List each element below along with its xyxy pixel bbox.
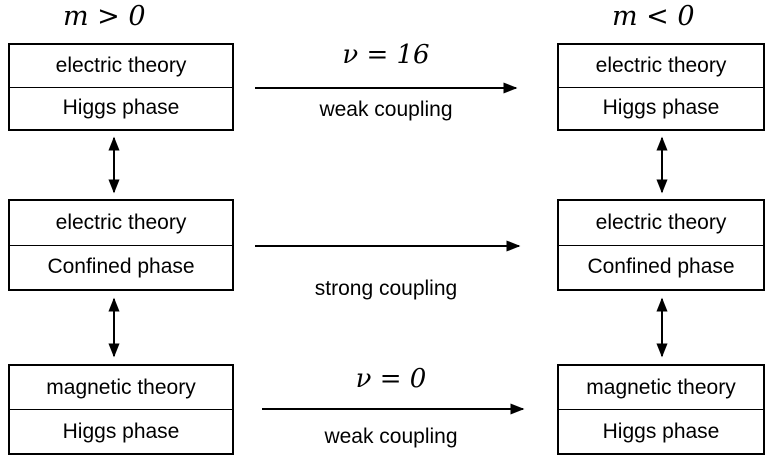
right-box-electric-confined: electric theory Confined phase bbox=[557, 199, 765, 291]
box-phase-label: Higgs phase bbox=[602, 96, 720, 120]
box-theory-label: electric theory bbox=[559, 45, 763, 88]
left-column-header: m > 0 bbox=[63, 1, 146, 32]
box-phase-label: Higgs phase bbox=[602, 419, 720, 443]
box-phase-label: Confined phase bbox=[587, 255, 735, 279]
box-theory-label: magnetic theory bbox=[10, 366, 232, 410]
left-box-electric-confined: electric theory Confined phase bbox=[8, 199, 234, 291]
box-theory-label: electric theory bbox=[10, 201, 232, 246]
arrow-label-nu-0: ν = 0 bbox=[355, 364, 427, 394]
left-box-electric-higgs: electric theory Higgs phase bbox=[8, 43, 234, 131]
box-theory-label: electric theory bbox=[10, 45, 232, 88]
arrow-label-weak-coupling-bottom: weak coupling bbox=[324, 425, 458, 448]
right-box-electric-higgs: electric theory Higgs phase bbox=[557, 43, 765, 131]
arrow-label-weak-coupling-top: weak coupling bbox=[319, 98, 453, 121]
arrow-label-strong-coupling: strong coupling bbox=[314, 277, 458, 300]
box-theory-label: electric theory bbox=[559, 201, 763, 246]
box-theory-label: magnetic theory bbox=[559, 366, 763, 410]
box-phase-label: Higgs phase bbox=[62, 419, 180, 443]
box-phase-label: Higgs phase bbox=[62, 96, 180, 120]
box-phase-label: Confined phase bbox=[47, 255, 195, 279]
left-box-magnetic-higgs: magnetic theory Higgs phase bbox=[8, 364, 234, 455]
right-column-header: m < 0 bbox=[612, 1, 695, 32]
arrow-label-nu-16: ν = 16 bbox=[342, 40, 430, 70]
right-box-magnetic-higgs: magnetic theory Higgs phase bbox=[557, 364, 765, 455]
